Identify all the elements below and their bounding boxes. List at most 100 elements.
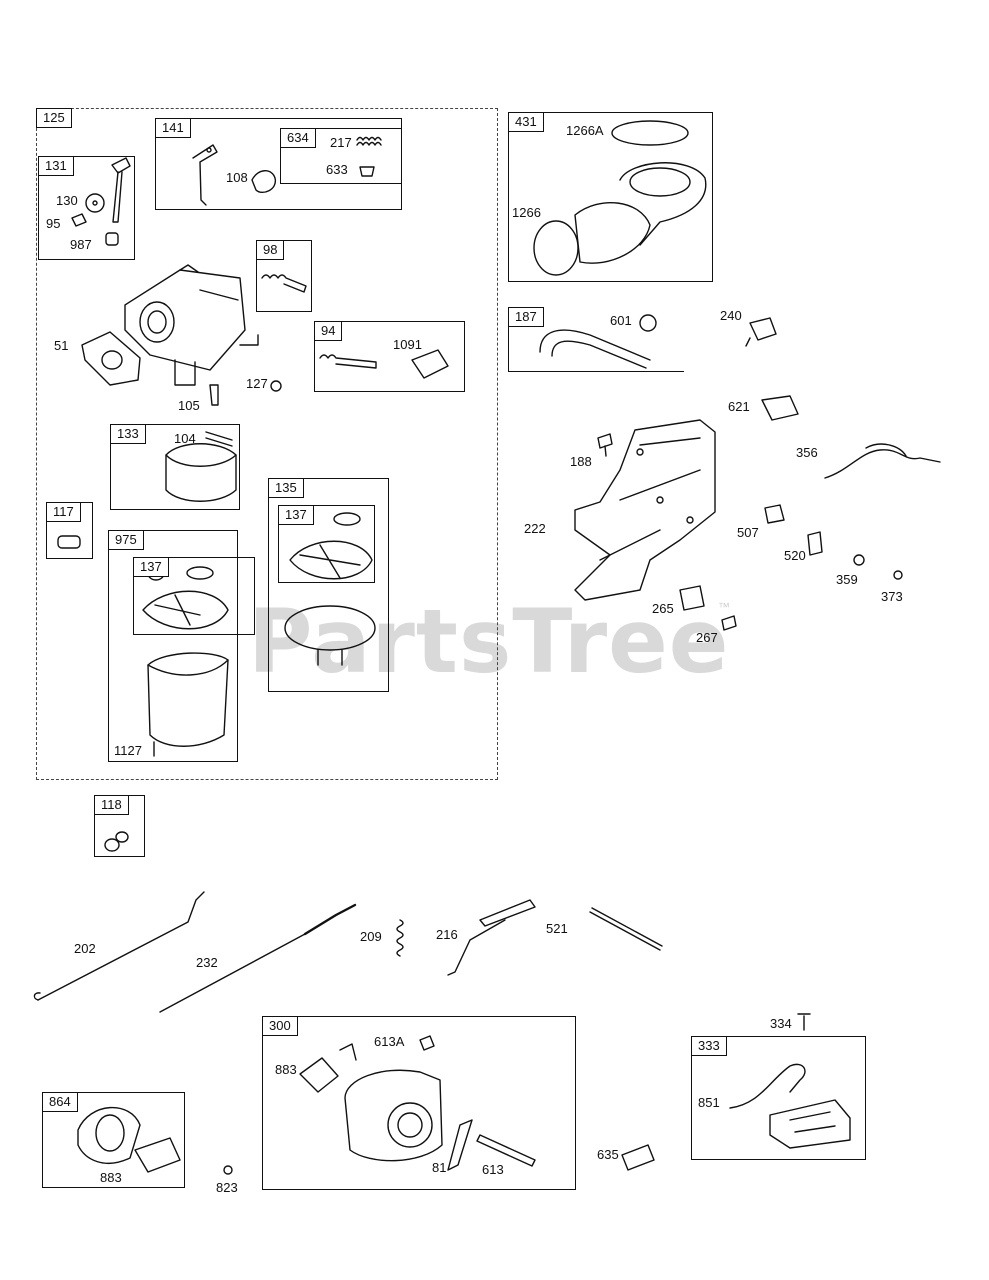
part-label-51[interactable]: 51 bbox=[54, 338, 69, 353]
group-98-callout[interactable]: 98 bbox=[256, 240, 285, 260]
ignition-armature-drawing bbox=[621, 1013, 851, 1171]
part-label-521[interactable]: 521 bbox=[546, 921, 568, 936]
group-634-frame: 634 bbox=[280, 128, 402, 184]
part-label-356[interactable]: 356 bbox=[796, 445, 818, 460]
group-131-callout[interactable]: 131 bbox=[38, 156, 74, 176]
float-drawing bbox=[165, 431, 237, 502]
rod-521 bbox=[589, 907, 663, 951]
part-label-613[interactable]: 613 bbox=[482, 1162, 504, 1177]
screw-98-drawing bbox=[261, 274, 307, 293]
group-300-frame: 300 bbox=[262, 1016, 576, 1190]
group-141-frame: 141 bbox=[155, 118, 402, 210]
part-label-633[interactable]: 633 bbox=[326, 162, 348, 177]
diaphragm-drawing bbox=[284, 512, 376, 666]
group-864-frame: 864 bbox=[42, 1092, 185, 1188]
part-label-188[interactable]: 188 bbox=[570, 454, 592, 469]
intake-elbow-drawing bbox=[533, 120, 707, 276]
spring-634-drawing bbox=[356, 136, 382, 177]
part-label-601[interactable]: 601 bbox=[610, 313, 632, 328]
governor-link-202 bbox=[33, 891, 205, 1001]
screw-94-drawing bbox=[319, 349, 449, 379]
part-label-373[interactable]: 373 bbox=[881, 589, 903, 604]
group-300-callout[interactable]: 300 bbox=[262, 1016, 298, 1036]
part-label-1091[interactable]: 1091 bbox=[393, 337, 422, 352]
part-label-987[interactable]: 987 bbox=[70, 237, 92, 252]
group-135-callout[interactable]: 135 bbox=[268, 478, 304, 498]
group-333-callout[interactable]: 333 bbox=[691, 1036, 727, 1056]
group-137b-frame: 137 bbox=[278, 505, 375, 583]
wire-356-drawing bbox=[824, 443, 941, 479]
group-118-frame: 118 bbox=[94, 795, 145, 857]
group-98-frame: 98 bbox=[256, 240, 312, 312]
screw-188-drawing bbox=[597, 433, 613, 457]
group-141-callout[interactable]: 141 bbox=[155, 118, 191, 138]
group-117-frame: 117 bbox=[46, 502, 93, 559]
needle-117-drawing bbox=[57, 535, 81, 549]
group-135-frame: 135 bbox=[268, 478, 389, 692]
group-975-frame: 975 bbox=[108, 530, 238, 762]
part-118-drawing bbox=[104, 831, 129, 852]
part-label-359[interactable]: 359 bbox=[836, 572, 858, 587]
part-label-265[interactable]: 265 bbox=[652, 601, 674, 616]
part-label-216[interactable]: 216 bbox=[436, 927, 458, 942]
part-label-1127[interactable]: 1127 bbox=[114, 743, 142, 758]
group-187-callout[interactable]: 187 bbox=[508, 307, 544, 327]
group-333-frame: 333 bbox=[691, 1036, 866, 1160]
control-bracket-drawing bbox=[574, 419, 716, 601]
part-label-108[interactable]: 108 bbox=[226, 170, 248, 185]
group-94-callout[interactable]: 94 bbox=[314, 321, 343, 341]
part-label-202[interactable]: 202 bbox=[74, 941, 96, 956]
part-621-drawing bbox=[761, 395, 799, 421]
carburetor-drawing bbox=[81, 264, 282, 406]
part-label-507[interactable]: 507 bbox=[737, 525, 759, 540]
group-431-callout[interactable]: 431 bbox=[508, 112, 544, 132]
part-label-334[interactable]: 334 bbox=[770, 1016, 792, 1031]
part-label-851[interactable]: 851 bbox=[698, 1095, 720, 1110]
group-94-frame: 94 bbox=[314, 321, 465, 392]
throttle-cable-232 bbox=[159, 903, 357, 1013]
group-125-callout[interactable]: 125 bbox=[36, 108, 72, 128]
group-975-callout[interactable]: 975 bbox=[108, 530, 144, 550]
group-431-frame: 431 bbox=[508, 112, 713, 282]
part-label-95[interactable]: 95 bbox=[46, 216, 61, 231]
part-label-217[interactable]: 217 bbox=[330, 135, 352, 150]
part-label-613A[interactable]: 613A bbox=[374, 1034, 405, 1049]
part-label-130[interactable]: 130 bbox=[56, 193, 78, 208]
group-117-callout[interactable]: 117 bbox=[46, 502, 81, 522]
trademark-symbol: ™ bbox=[718, 600, 730, 614]
group-137a-frame: 137 bbox=[133, 557, 255, 635]
choke-shaft-drawing bbox=[71, 157, 131, 246]
part-label-209[interactable]: 209 bbox=[360, 929, 382, 944]
part-label-222[interactable]: 222 bbox=[524, 521, 546, 536]
part-label-883-flange[interactable]: 883 bbox=[100, 1170, 122, 1185]
part-240-drawing bbox=[745, 317, 777, 347]
flange-864-drawing bbox=[77, 1106, 233, 1175]
part-label-232[interactable]: 232 bbox=[196, 955, 218, 970]
part-label-520[interactable]: 520 bbox=[784, 548, 806, 563]
group-634-callout[interactable]: 634 bbox=[280, 128, 316, 148]
part-label-883-muffler[interactable]: 883 bbox=[275, 1062, 297, 1077]
group-137b-callout[interactable]: 137 bbox=[278, 505, 314, 525]
lever-drawing bbox=[192, 144, 276, 206]
breather-tube-drawing bbox=[539, 314, 657, 369]
part-label-127[interactable]: 127 bbox=[246, 376, 268, 391]
group-133-frame: 133 bbox=[110, 424, 240, 510]
part-label-621[interactable]: 621 bbox=[728, 399, 750, 414]
group-137a-callout[interactable]: 137 bbox=[133, 557, 169, 577]
group-187-frame: 187 bbox=[508, 307, 684, 372]
part-label-104[interactable]: 104 bbox=[174, 431, 196, 446]
group-864-callout[interactable]: 864 bbox=[42, 1092, 78, 1112]
part-label-81[interactable]: 81 bbox=[432, 1160, 447, 1175]
group-118-callout[interactable]: 118 bbox=[94, 795, 129, 815]
part-label-823[interactable]: 823 bbox=[216, 1180, 238, 1195]
link-216 bbox=[447, 899, 536, 976]
part-label-1266[interactable]: 1266 bbox=[512, 205, 541, 220]
part-label-240[interactable]: 240 bbox=[720, 308, 742, 323]
part-label-635[interactable]: 635 bbox=[597, 1147, 619, 1162]
part-label-1266A[interactable]: 1266A bbox=[566, 123, 604, 138]
spring-209 bbox=[396, 919, 404, 957]
part-label-105[interactable]: 105 bbox=[178, 398, 200, 413]
group-133-callout[interactable]: 133 bbox=[110, 424, 146, 444]
part-label-267[interactable]: 267 bbox=[696, 630, 718, 645]
misc-hardware-drawing bbox=[679, 504, 903, 631]
